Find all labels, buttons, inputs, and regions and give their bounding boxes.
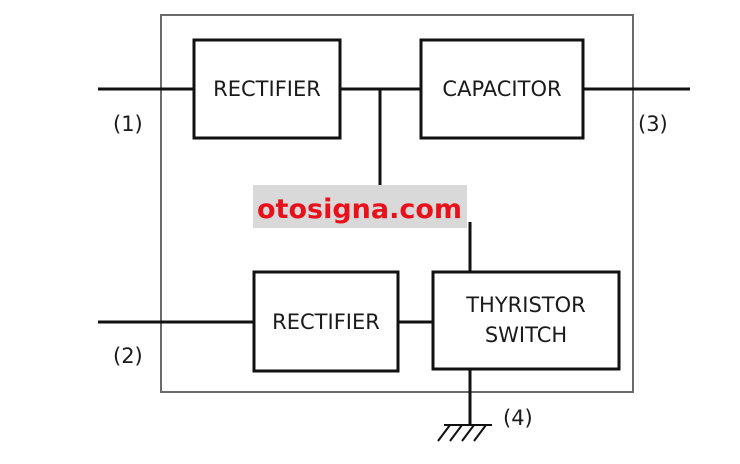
capacitor-label: CAPACITOR [442,77,561,101]
enclosure-outline [160,14,634,393]
block-rectifier-top: RECTIFIER [192,38,342,140]
ground-icon [437,424,492,442]
thyristor-label-line1: THYRISTOR [465,293,586,317]
watermark-text: otosigna.com [257,194,462,225]
block-thyristor-switch: THYRISTOR SWITCH [431,270,621,371]
rectifier-top-label: RECTIFIER [213,77,321,101]
block-capacitor: CAPACITOR [419,38,585,140]
rectifier-bottom-label: RECTIFIER [272,310,380,334]
terminal-label-2: (2) [113,344,143,368]
wires [98,87,690,425]
terminal-label-3: (3) [638,112,668,136]
terminal-label-1: (1) [113,112,143,136]
terminal-label-4: (4) [503,406,533,430]
thyristor-label-line2: SWITCH [485,323,567,347]
watermark: otosigna.com [253,185,467,228]
block-rectifier-bottom: RECTIFIER [252,270,400,373]
